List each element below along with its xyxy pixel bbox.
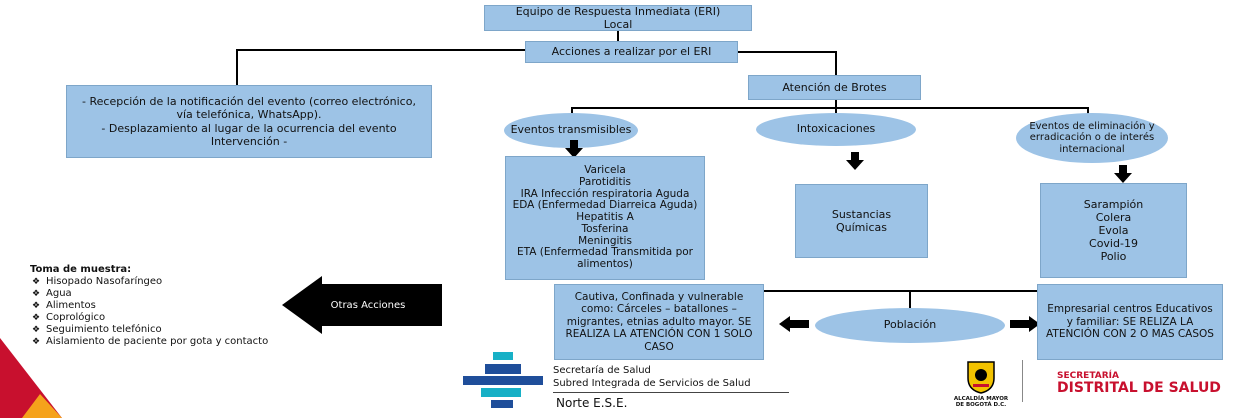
poblacion-ellipse: Población — [815, 308, 1005, 343]
norte-ese-text: Norte E.S.E. — [556, 396, 628, 410]
distrital-salud-text: DISTRITAL DE SALUD — [1057, 380, 1221, 396]
eliminacion-list-box: Sarampión Colera Evola Covid-19 Polio — [1040, 183, 1187, 278]
connector-line — [617, 30, 619, 42]
alcaldia-text: ALCALDÍA MAYOR DE BOGOTÁ D.C. — [953, 396, 1009, 408]
transmisibles-list-box: Varicela Parotiditis IRA Infección respi… — [505, 156, 705, 280]
poblacion-vulnerable-box: Cautiva, Confinada y vulnerable como: Cá… — [554, 284, 764, 360]
eri-title-box: Equipo de Respuesta Inmediata (ERI) Loca… — [484, 5, 752, 31]
logo-divider — [553, 392, 789, 393]
connector-line — [738, 51, 836, 53]
poblacion-empresarial-box: Empresarial centros Educativos y familia… — [1037, 284, 1223, 360]
connector-line — [236, 49, 238, 85]
connector-line — [909, 290, 911, 308]
recepcion-box: - Recepción de la notificación del event… — [66, 85, 432, 158]
left-arrow-icon — [779, 316, 809, 332]
intoxicaciones-ellipse: Intoxicaciones — [756, 113, 916, 146]
connector-line — [600, 290, 1134, 292]
eventos-eliminacion-ellipse: Eventos de eliminación y erradicación o … — [1016, 113, 1168, 163]
muestra-item: Agua — [32, 288, 268, 300]
toma-muestra-block: Toma de muestra: Hisopado Nasofaríngeo A… — [30, 264, 268, 348]
connector-line — [835, 51, 837, 75]
otras-acciones-label: Otras Acciones — [330, 300, 406, 311]
down-arrow-icon — [846, 152, 864, 170]
down-arrow-icon — [565, 140, 583, 158]
otras-acciones-arrow-icon — [282, 276, 442, 334]
connector-line — [236, 49, 526, 51]
muestra-item: Hisopado Nasofaríngeo — [32, 276, 268, 288]
subred-logo-icon — [463, 352, 543, 408]
down-arrow-icon — [1114, 165, 1132, 183]
secretaria-salud-text: Secretaría de Salud — [553, 365, 651, 376]
connector-line — [571, 107, 573, 115]
muestra-item: Alimentos — [32, 300, 268, 312]
logo-divider — [1022, 360, 1023, 402]
bogota-shield-icon — [967, 361, 995, 394]
muestra-item: Aislamiento de paciente por gota y conta… — [32, 336, 268, 348]
muestra-item: Seguimiento telefónico — [32, 324, 268, 336]
intoxicaciones-list-box: Sustancias Químicas — [795, 184, 928, 258]
toma-muestra-title: Toma de muestra: — [30, 264, 132, 275]
atencion-brotes-box: Atención de Brotes — [748, 75, 921, 100]
right-arrow-icon — [1010, 316, 1040, 332]
acciones-box: Acciones a realizar por el ERI — [525, 41, 738, 63]
connector-line — [835, 107, 837, 117]
muestra-item: Coprológico — [32, 312, 268, 324]
connector-line — [571, 107, 1088, 109]
secretaria-small-text: SECRETARÍA — [1057, 371, 1119, 381]
subred-text: Subred Integrada de Servicios de Salud — [553, 378, 751, 389]
connector-line — [835, 100, 837, 108]
connector-line — [1087, 107, 1089, 117]
corner-decoration — [0, 338, 62, 418]
